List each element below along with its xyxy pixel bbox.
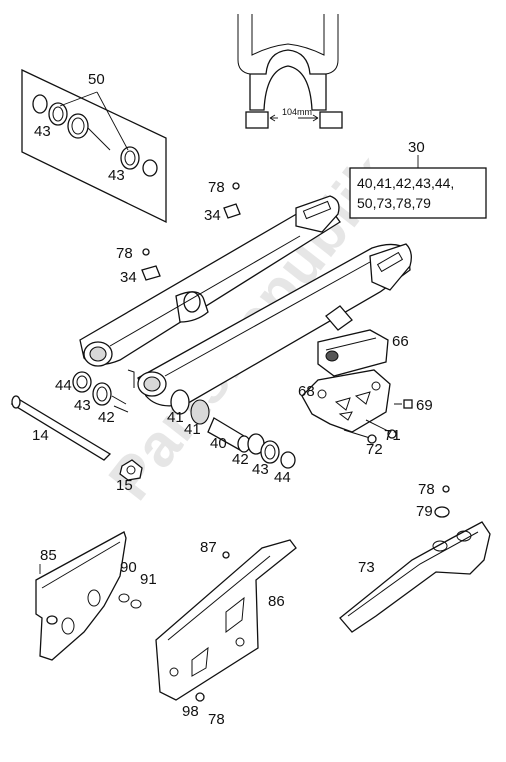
- callout-line-2: 50,73,78,79: [357, 195, 431, 211]
- callout-box-frame: [349, 155, 487, 219]
- bearing-kit-panel: [21, 68, 167, 224]
- callout-line-1: 40,41,42,43,44,: [357, 175, 455, 191]
- label-41: 41: [184, 421, 201, 438]
- label-40: 40: [210, 435, 227, 452]
- label-68: 68: [298, 383, 315, 400]
- label-50: 50: [88, 71, 105, 88]
- label-44: 44: [55, 377, 72, 394]
- chain-guard-large: [155, 539, 297, 701]
- label-43: 43: [108, 167, 125, 184]
- label-69: 69: [416, 397, 433, 414]
- label-42: 42: [98, 409, 115, 426]
- label-14: 14: [32, 427, 49, 444]
- label-86: 86: [268, 593, 285, 610]
- label-66: 66: [392, 333, 409, 350]
- chain-guard: [35, 531, 142, 661]
- guide-plate: [301, 369, 391, 433]
- label-87: 87: [200, 539, 217, 556]
- label-85: 85: [40, 547, 57, 564]
- label-78: 78: [418, 481, 435, 498]
- label-43: 43: [74, 397, 91, 414]
- label-44: 44: [274, 469, 291, 486]
- label-91: 91: [140, 571, 157, 588]
- label-34: 34: [204, 207, 221, 224]
- label-30: 30: [408, 139, 425, 156]
- label-73: 73: [358, 559, 375, 576]
- bearings-right: [170, 389, 296, 469]
- label-98: 98: [182, 703, 199, 720]
- frame-detail: [237, 14, 343, 129]
- label-42: 42: [232, 451, 249, 468]
- label-43: 43: [252, 461, 269, 478]
- label-71: 71: [384, 427, 401, 444]
- bearings-left: [72, 369, 135, 413]
- label-79: 79: [416, 503, 433, 520]
- label-43: 43: [34, 123, 51, 140]
- swingarm: [79, 195, 412, 407]
- fasteners: [343, 399, 413, 444]
- label-15: 15: [116, 477, 133, 494]
- label-90: 90: [120, 559, 137, 576]
- frame-dimension: 104mm: [282, 107, 313, 117]
- small-screws: [141, 182, 450, 702]
- label-72: 72: [366, 441, 383, 458]
- axle-assembly: [10, 395, 143, 481]
- label-78: 78: [208, 179, 225, 196]
- chain-guide: [317, 329, 389, 377]
- chain-slider: [339, 521, 491, 633]
- label-41: 41: [167, 409, 184, 426]
- label-34: 34: [120, 269, 137, 286]
- label-78: 78: [208, 711, 225, 728]
- label-78: 78: [116, 245, 133, 262]
